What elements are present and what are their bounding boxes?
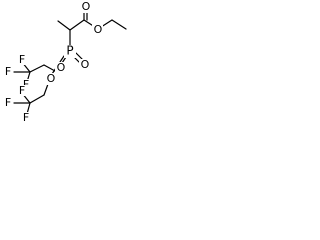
atom-ether-oxygen-upper: O — [57, 61, 66, 74]
atom-fluorine-upper-1: F — [19, 53, 25, 66]
bond-ether-o-upper-ch2 — [43, 64, 56, 72]
atom-ether-oxygen-lower: O — [47, 72, 56, 85]
bond-alpha-carbonyl — [69, 19, 85, 31]
atom-fluorine-lower-3: F — [23, 111, 29, 124]
atom-fluorine-upper-3: F — [23, 78, 29, 91]
atom-labels: O O P O O O F F F F F F — [3, 0, 103, 124]
atom-fluorine-lower-2: F — [5, 96, 11, 109]
bond-upper-ch2-cf3 — [29, 64, 45, 73]
atom-ester-oxygen: O — [94, 23, 103, 36]
bond-phosphoryl-double-b — [75, 52, 84, 61]
bonds — [13, 8, 127, 115]
chemical-structure-diagram: O O P O O O F F F F F F — [3, 0, 127, 124]
atom-phosphorus: P — [66, 44, 73, 58]
bond-ether-o-lower-ch2 — [43, 83, 49, 96]
bond-lower-ch2-cf3 — [29, 94, 45, 104]
atom-fluorine-upper-2: F — [5, 65, 11, 78]
bond-ethyl-ch2-ch3 — [111, 19, 127, 30]
atom-fluorine-lower-1: F — [19, 84, 25, 97]
atom-phosphoryl-oxygen: O — [81, 58, 90, 71]
bond-methyl-alpha — [57, 20, 71, 31]
atom-carbonyl-oxygen: O — [82, 0, 91, 13]
